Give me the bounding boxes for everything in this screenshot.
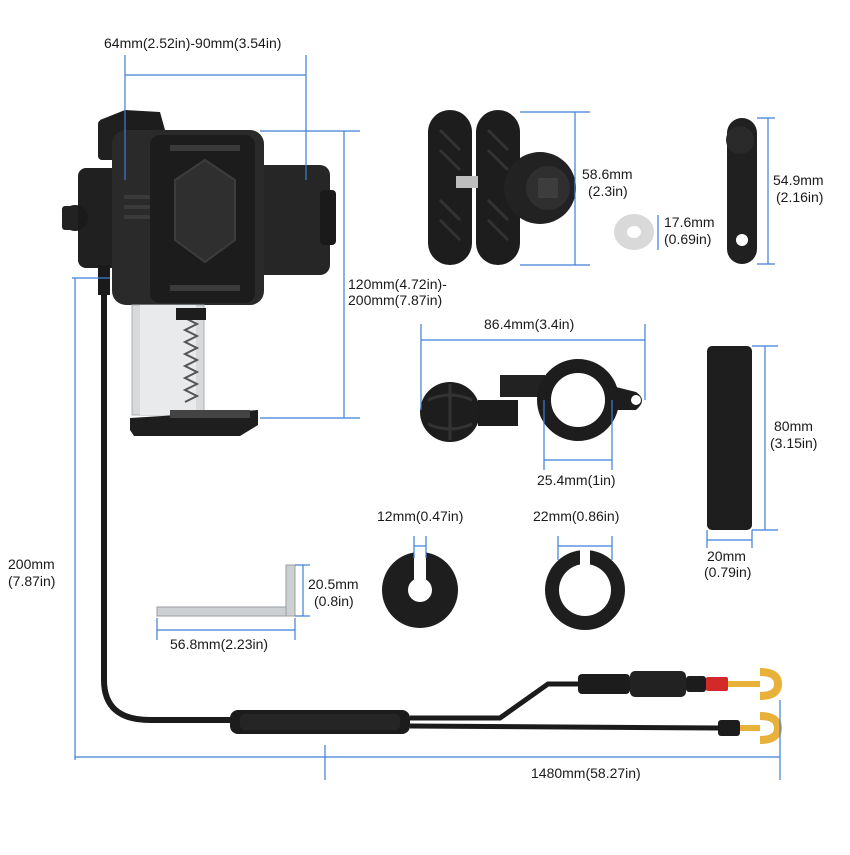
power-cable <box>101 292 783 744</box>
phone-holder <box>62 110 336 436</box>
bracket-in-label: (2.16in) <box>776 189 824 205</box>
base-width-label: 86.4mm(3.4in) <box>484 316 575 332</box>
bracket-mm-label: 54.9mm <box>773 172 824 188</box>
arm-height-mm-label: 58.6mm <box>582 166 633 182</box>
grip-height-mm-label: 80mm <box>774 418 813 434</box>
rubber-spacers <box>382 548 625 630</box>
clamp-width-label: 64mm(2.52in)-90mm(3.54in) <box>104 35 282 51</box>
double-socket-arm <box>428 110 576 265</box>
wrench-height-in-label: (0.8in) <box>314 593 354 609</box>
wrench-length-label: 56.8mm(2.23in) <box>170 636 269 652</box>
foam-grip <box>707 346 752 530</box>
handlebar-ball-base <box>420 359 642 442</box>
grip-height-in-label: (3.15in) <box>770 435 818 451</box>
short-bracket <box>726 118 757 264</box>
washer-mm-label: 17.6mm <box>664 214 715 230</box>
clamp-height-label-line1: 120mm(4.72in)- <box>348 276 447 292</box>
ring-diameter-label: 25.4mm(1in) <box>537 472 616 488</box>
washer <box>614 214 654 250</box>
hex-wrench <box>156 564 296 617</box>
cable-drop-in-label: (7.87in) <box>8 573 56 589</box>
dimension-lines <box>72 55 781 780</box>
wrench-height-mm-label: 20.5mm <box>308 576 359 592</box>
clamp-height-label-line2: 200mm(7.87in) <box>348 292 443 308</box>
cable-length-label: 1480mm(58.27in) <box>531 765 641 781</box>
spacer-large-label: 22mm(0.86in) <box>533 508 620 524</box>
cable-drop-mm-label: 200mm <box>8 556 55 572</box>
grip-width-mm-label: 20mm <box>707 548 746 564</box>
grip-width-in-label: (0.79in) <box>704 564 752 580</box>
washer-in-label: (0.69in) <box>664 231 712 247</box>
arm-height-in-label: (2.3in) <box>588 183 628 199</box>
spacer-small-label: 12mm(0.47in) <box>377 508 464 524</box>
